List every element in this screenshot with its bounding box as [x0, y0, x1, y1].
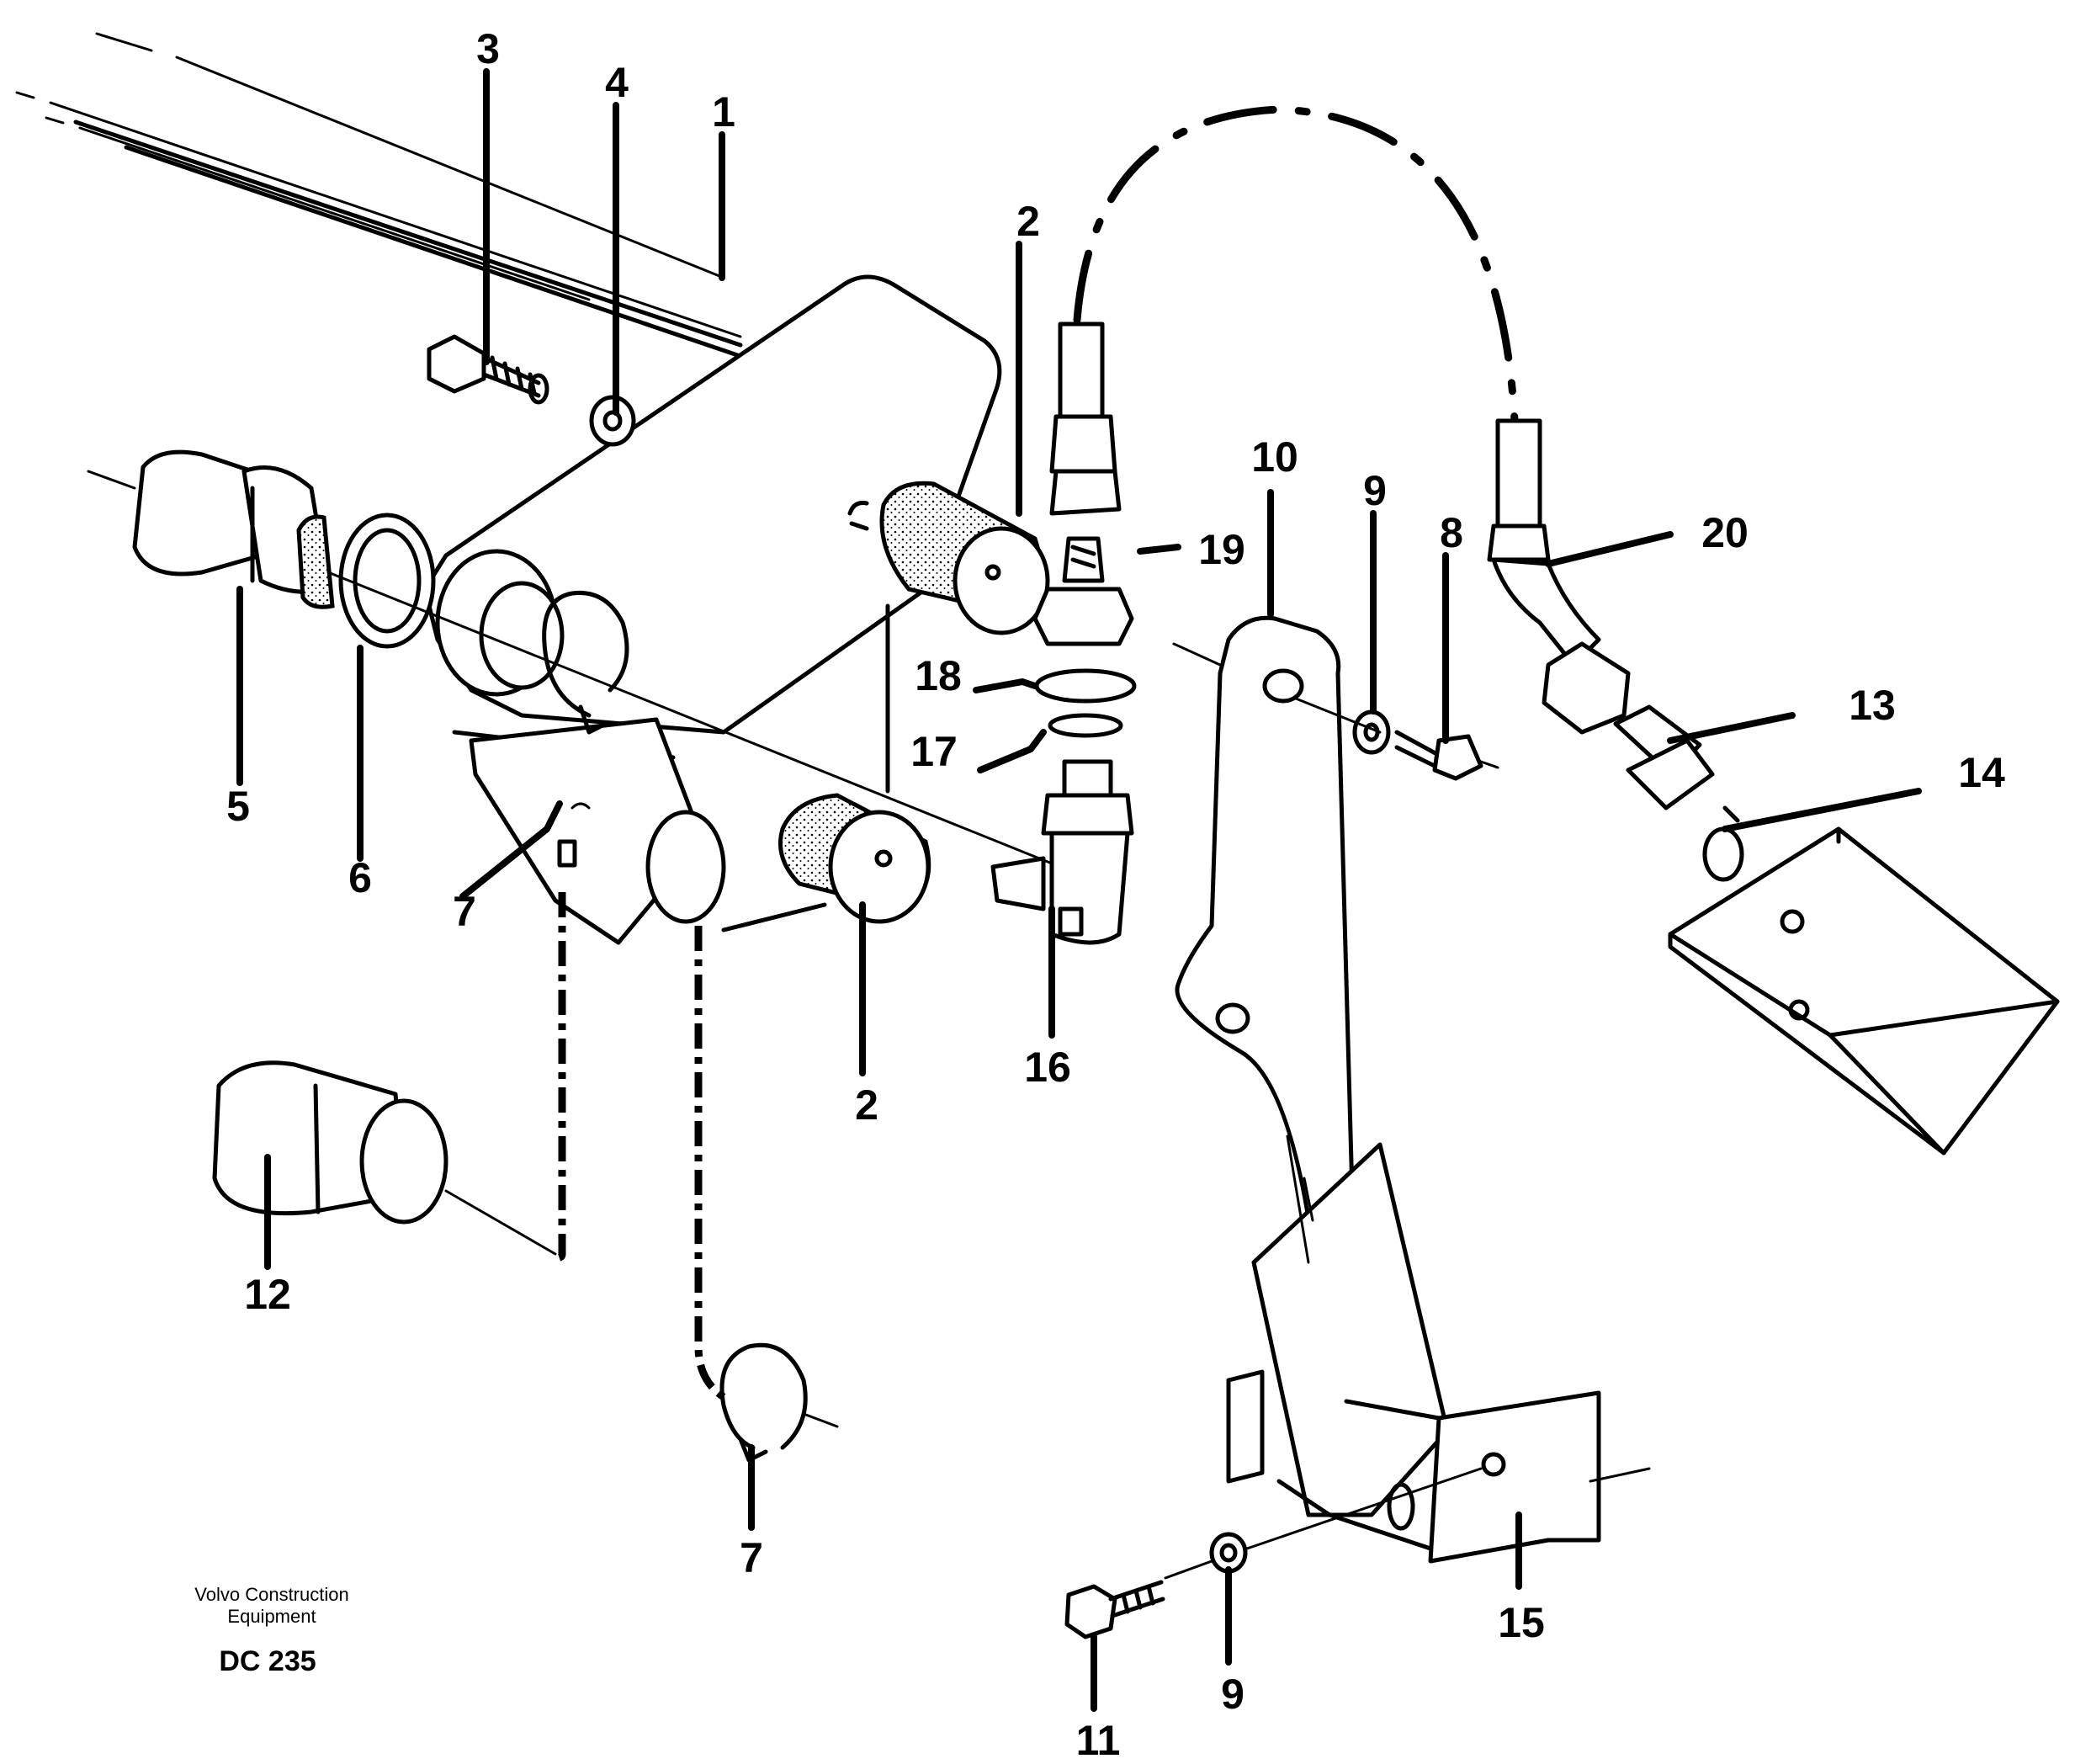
callout-6: 6 [348, 854, 372, 901]
drawing-code: DC 235 [219, 1645, 316, 1677]
pin-upper [87, 449, 1062, 869]
hydraulic-hose [1073, 105, 1519, 425]
callout-10: 10 [1251, 433, 1298, 481]
counterweight [1226, 1369, 1651, 1564]
callout-11: 11 [1076, 1717, 1121, 1764]
bolt-tiebar-upper [1294, 697, 1499, 781]
bolt-tiebar-lower [1064, 1467, 1483, 1639]
company-name-line2: Equipment [227, 1606, 316, 1627]
callout-3: 3 [476, 25, 500, 72]
lug-plate [469, 717, 726, 945]
callout-8: 8 [1440, 509, 1463, 556]
callout-18: 18 [915, 652, 962, 699]
callout-17: 17 [910, 728, 958, 775]
callout-leaders [236, 68, 1922, 1712]
pin-lower [212, 1060, 557, 1256]
dashed-leader-pin [555, 892, 566, 1262]
callout-2-lower: 2 [855, 1081, 878, 1129]
bushing-lower [778, 793, 931, 924]
callout-2-upper: 2 [1016, 198, 1040, 245]
callout-9-upper: 9 [1363, 467, 1387, 514]
callout-4: 4 [605, 59, 629, 106]
bracket-plate [422, 274, 1002, 932]
callout-16: 16 [1024, 1044, 1071, 1091]
callout-7-upper: 7 [453, 888, 476, 935]
hose-fittings [990, 321, 1744, 945]
boom-arm [15, 32, 760, 364]
bolt-upper [427, 334, 549, 405]
callout-1: 1 [712, 88, 735, 135]
callout-13: 13 [1849, 682, 1896, 729]
tie-bar [1172, 615, 1450, 1531]
company-name-line1: Volvo Construction [194, 1584, 348, 1605]
callout-7-lower: 7 [740, 1534, 763, 1581]
callout-14: 14 [1958, 749, 2005, 796]
callout-9-lower: 9 [1221, 1671, 1244, 1718]
callout-19: 19 [1198, 526, 1245, 573]
callout-12: 12 [244, 1271, 291, 1318]
circlip-upper [542, 590, 629, 735]
dashed-leader-circlip [694, 926, 726, 1400]
callout-5: 5 [226, 783, 250, 830]
callout-20: 20 [1701, 509, 1749, 556]
circlip-lower [719, 1342, 839, 1463]
callout-15: 15 [1498, 1599, 1545, 1646]
bushing-upper [847, 481, 1050, 635]
valve-block [1668, 826, 2060, 1156]
